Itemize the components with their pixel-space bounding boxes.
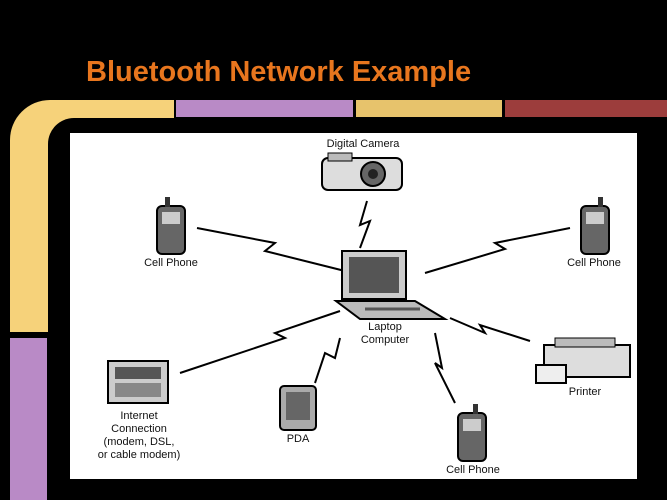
label-pda: PDA <box>286 433 310 445</box>
label-printer: Printer <box>568 386 602 398</box>
label-internet-line2: Connection <box>111 423 167 435</box>
link-pda <box>314 337 341 384</box>
link-internet <box>179 310 341 374</box>
slide-title: Bluetooth Network Example <box>86 56 472 88</box>
label-digital-camera: Digital Camera <box>326 138 400 150</box>
diagram-graphics <box>107 152 631 462</box>
label-laptop-line1: Laptop <box>368 321 402 333</box>
cell-phone-bottom-icon <box>457 404 487 462</box>
label-cell-phone-left: Cell Phone <box>144 257 198 269</box>
decor-side-purple <box>10 338 47 500</box>
link-printer <box>449 317 531 342</box>
cell-phone-left-icon <box>156 197 186 255</box>
decor-bar-yellow <box>356 100 502 117</box>
link-cell-bottom <box>434 332 456 404</box>
cell-phone-right-icon <box>580 197 610 255</box>
wireless-links <box>179 200 571 404</box>
label-cell-phone-right: Cell Phone <box>567 257 621 269</box>
pda-icon <box>279 385 317 431</box>
decor-bar-purple <box>176 100 353 117</box>
label-laptop-line2: Computer <box>360 334 410 346</box>
label-internet-line4: or cable modem) <box>97 449 181 461</box>
link-camera <box>358 200 372 249</box>
decor-bar-red <box>505 100 667 117</box>
label-internet-line1: Internet <box>120 410 158 422</box>
camera-icon <box>321 152 403 191</box>
printer-icon <box>535 337 631 384</box>
laptop-icon <box>333 250 449 320</box>
label-internet-line3: (modem, DSL, <box>103 436 175 448</box>
network-diagram: Digital Camera Cell Phone Cell Phone Lap… <box>70 133 637 479</box>
link-cell-left <box>196 227 346 272</box>
link-cell-right <box>424 227 571 274</box>
label-cell-phone-bottom: Cell Phone <box>446 464 500 476</box>
modem-icon <box>107 360 169 404</box>
